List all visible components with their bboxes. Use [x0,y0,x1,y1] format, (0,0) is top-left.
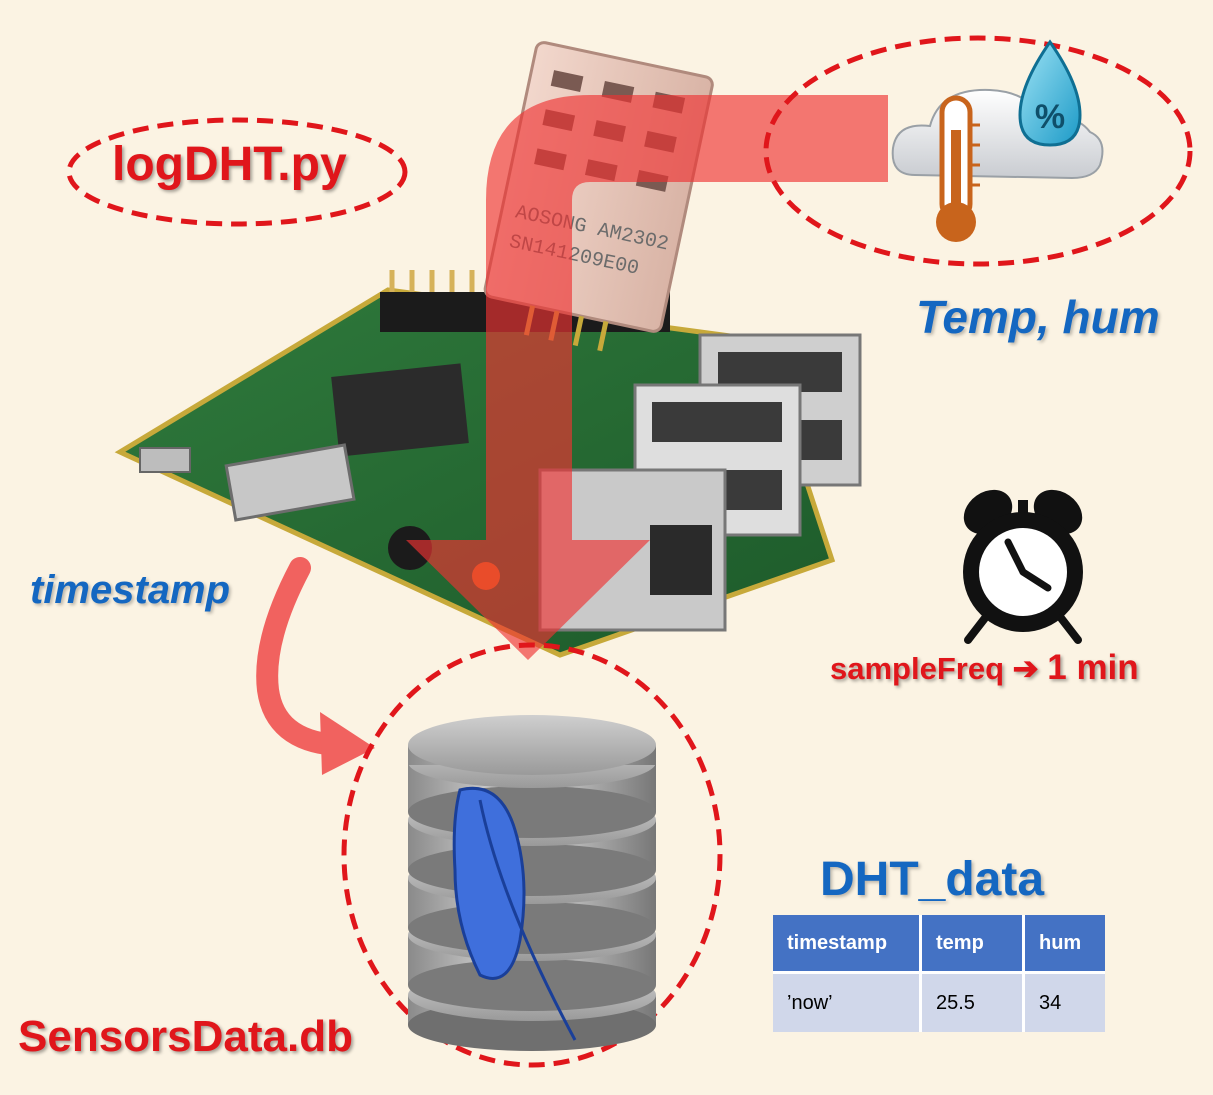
cell-temp: 25.5 [920,972,1025,1032]
cpu-chip [331,363,469,457]
hdmi-port [224,443,356,522]
humidity-symbol: % [1035,98,1065,136]
sensor-values-label: Temp, hum [916,291,1160,343]
data-flow-arrow [406,95,888,660]
cell-hum: 34 [1023,972,1105,1032]
column-header-timestamp: timestamp [773,915,922,974]
alarm-clock-icon [963,489,1083,644]
cell-timestamp: ’now’ [773,972,922,1032]
audio-jack [388,526,432,570]
database-name-label: SensorsData.db [18,1012,353,1061]
table-row: ’now’ 25.5 34 [773,972,1105,1032]
thermometer-icon [936,95,980,242]
script-name-label: logDHT.py [112,138,347,191]
table-title: DHT_data [820,853,1045,906]
weather-ellipse [763,35,1193,267]
table-header-row: timestamp temp hum [773,915,1105,974]
humidity-drop-icon: % [1018,39,1082,147]
sample-freq-value: 1 min [1047,648,1139,687]
sample-freq-key: sampleFreq [830,651,1005,686]
sample-freq-label: sampleFreq ➔ 1 min [830,648,1139,688]
arrow-right-icon: ➔ [1012,651,1039,686]
feather-icon [452,786,526,980]
database-icon [408,715,656,1051]
database-ellipse [341,642,723,1068]
column-header-hum: hum [1023,915,1105,974]
timestamp-arrow [256,557,375,775]
column-header-temp: temp [920,915,1025,974]
timestamp-label: timestamp [30,568,231,612]
micro-usb-port [139,447,191,473]
weather-icon: % [891,39,1104,242]
dht-data-table: timestamp temp hum ’now’ 25.5 34 [773,915,1105,1032]
script-ellipse [66,117,408,227]
